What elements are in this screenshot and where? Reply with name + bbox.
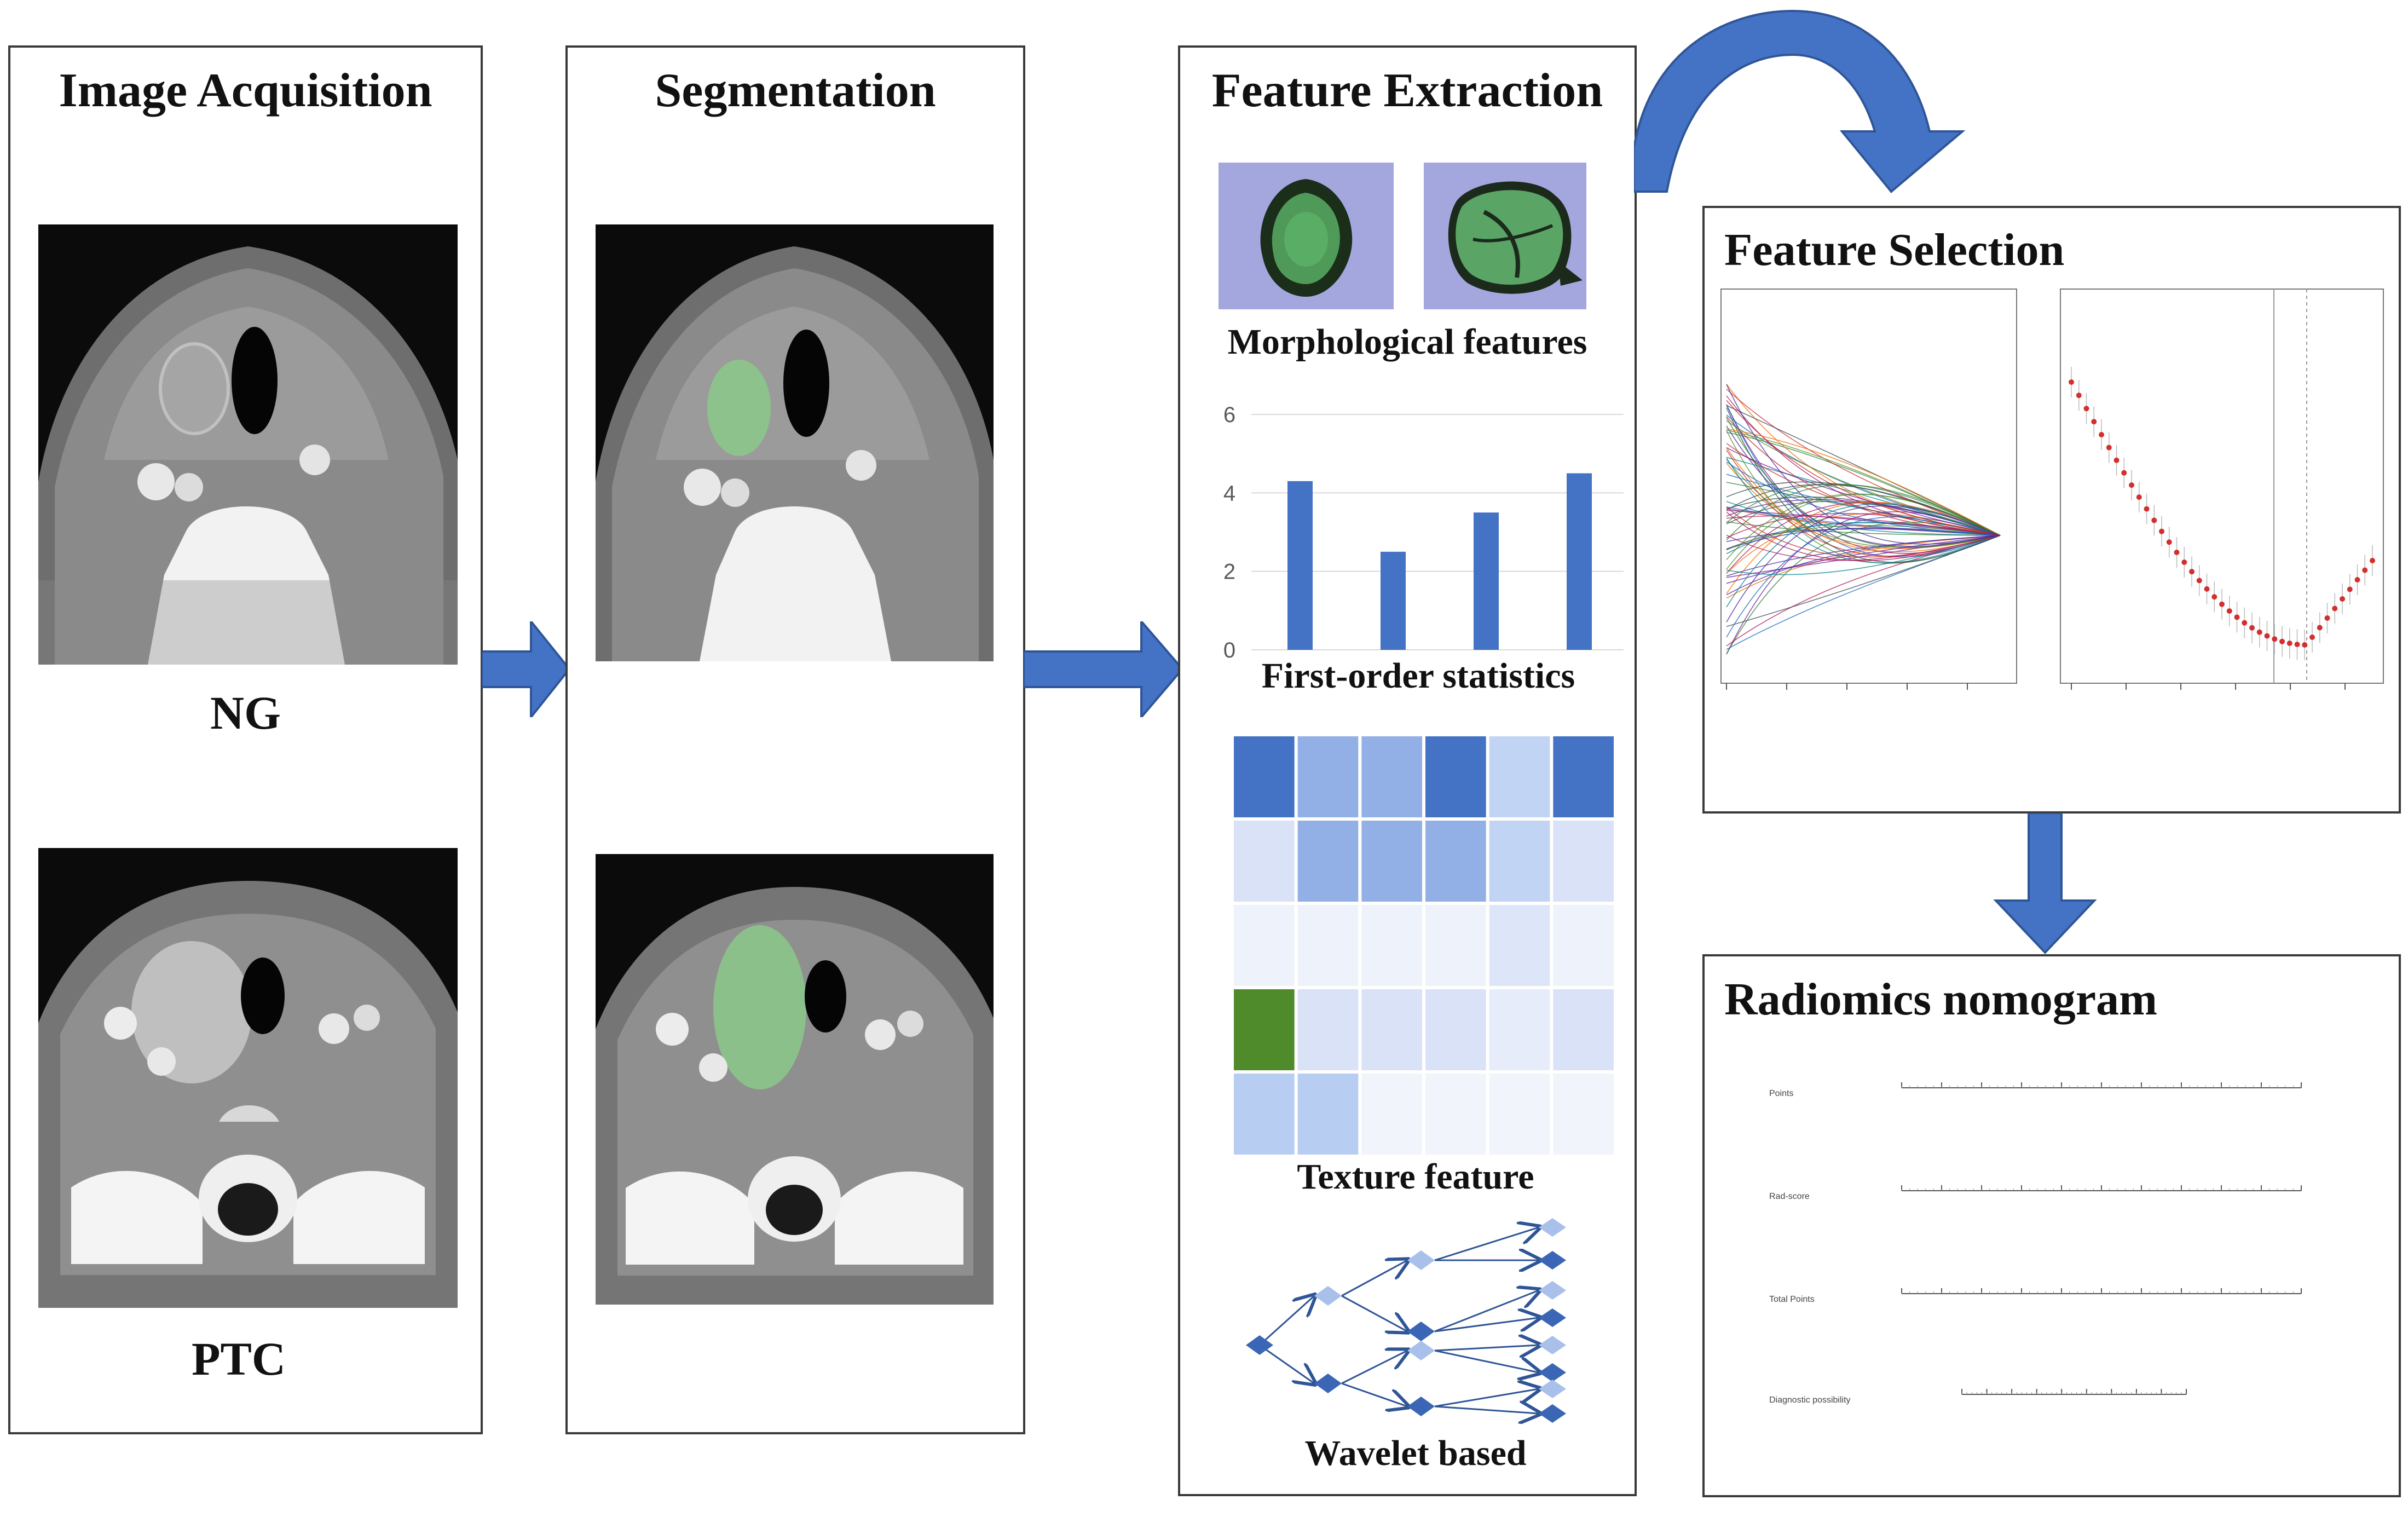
heatmap-cell xyxy=(1297,1074,1359,1155)
radiomics-nomogram-panel: Radiomics nomogram Points Rad-score Tota… xyxy=(1702,954,2401,1497)
feature-extraction-panel: Feature Extraction Morphological feature… xyxy=(1178,45,1637,1496)
segmentation-panel: Segmentation xyxy=(565,45,1025,1434)
y-tick-label: 0 xyxy=(1223,638,1235,662)
nomogram-scales xyxy=(1901,1082,2302,1395)
first-order-bar-chart: 0 2 4 6 xyxy=(1223,403,1624,662)
heatmap-cell xyxy=(1553,1074,1614,1155)
ng-segmented-image xyxy=(596,224,994,661)
heatmap-cell xyxy=(1297,989,1359,1070)
ptc-ct-image xyxy=(38,848,458,1308)
lasso-coefficient-plot xyxy=(1720,289,2017,690)
feature-selection-panel: Feature Selection xyxy=(1702,206,2401,814)
bar xyxy=(1474,512,1499,650)
heatmap-cell xyxy=(1489,905,1550,986)
texture-feature-label: Texture feature xyxy=(1297,1157,1534,1197)
heatmap-cell xyxy=(1234,905,1295,986)
image-acquisition-panel: Image Acquisition NG xyxy=(8,45,483,1434)
heatmap-cell xyxy=(1297,821,1359,902)
heatmap-cell xyxy=(1234,1074,1295,1155)
heatmap-cell xyxy=(1234,736,1295,817)
nomogram-row-label: Points xyxy=(1769,1089,1794,1098)
y-tick-label: 2 xyxy=(1223,560,1235,584)
image-acquisition-title: Image Acquisition xyxy=(59,64,432,117)
wavelet-based-label: Wavelet based xyxy=(1304,1433,1527,1473)
heatmap-cell xyxy=(1553,821,1614,902)
ng-label: NG xyxy=(210,687,281,739)
wavelet-tree-diagram xyxy=(1213,1214,1618,1444)
heatmap-cell xyxy=(1361,905,1422,986)
curved-arrow-icon xyxy=(1634,9,1966,193)
feature-extraction-title: Feature Extraction xyxy=(1211,64,1603,117)
ptc-segmented-image xyxy=(596,854,994,1305)
heatmap-cell xyxy=(1234,821,1295,902)
heatmap-cell xyxy=(1297,736,1359,817)
morphology-shape-3d xyxy=(1424,163,1586,309)
heatmap-cell xyxy=(1361,821,1422,902)
heatmap-cell xyxy=(1297,905,1359,986)
ptc-label: PTC xyxy=(192,1333,286,1385)
heatmap-cell xyxy=(1553,736,1614,817)
heatmap-cell xyxy=(1425,989,1486,1070)
heatmap-cell xyxy=(1489,821,1550,902)
segmentation-title: Segmentation xyxy=(655,64,936,117)
heatmap-cell xyxy=(1361,736,1422,817)
heatmap-cell xyxy=(1425,1074,1486,1155)
heatmap-cell xyxy=(1361,989,1422,1070)
heatmap-cell xyxy=(1489,989,1550,1070)
heatmap-cell xyxy=(1425,821,1486,902)
ng-ct-image xyxy=(38,224,458,665)
arrow-down-icon xyxy=(1993,813,2097,954)
heatmap-cell xyxy=(1425,736,1486,817)
heatmap-cell xyxy=(1234,989,1295,1070)
y-tick-label: 4 xyxy=(1223,481,1235,505)
arrow-right-icon xyxy=(1024,621,1182,717)
heatmap-cell xyxy=(1425,905,1486,986)
y-tick-label: 6 xyxy=(1223,403,1235,427)
nomogram-row-label: Rad-score xyxy=(1769,1192,1810,1201)
nomogram-row-label: Diagnostic possibility xyxy=(1769,1395,1851,1405)
heatmap-cell xyxy=(1361,1074,1422,1155)
texture-heatmap xyxy=(1234,736,1614,1155)
arrow-right-icon xyxy=(482,621,569,717)
heatmap-cell xyxy=(1489,736,1550,817)
radiomics-nomogram-title: Radiomics nomogram xyxy=(1724,974,2157,1025)
bar xyxy=(1287,481,1313,650)
bar xyxy=(1381,551,1406,650)
heatmap-cell xyxy=(1553,905,1614,986)
lasso-cv-plot xyxy=(2060,289,2384,690)
feature-selection-title: Feature Selection xyxy=(1724,224,2065,275)
nomogram-row-label: Total Points xyxy=(1769,1295,1815,1304)
heatmap-cell xyxy=(1489,1074,1550,1155)
morphology-shape-2d xyxy=(1219,163,1394,309)
heatmap-cell xyxy=(1553,989,1614,1070)
bar xyxy=(1567,473,1592,650)
morphological-features-label: Morphological features xyxy=(1227,322,1587,362)
first-order-statistics-label: First-order statistics xyxy=(1261,656,1575,696)
